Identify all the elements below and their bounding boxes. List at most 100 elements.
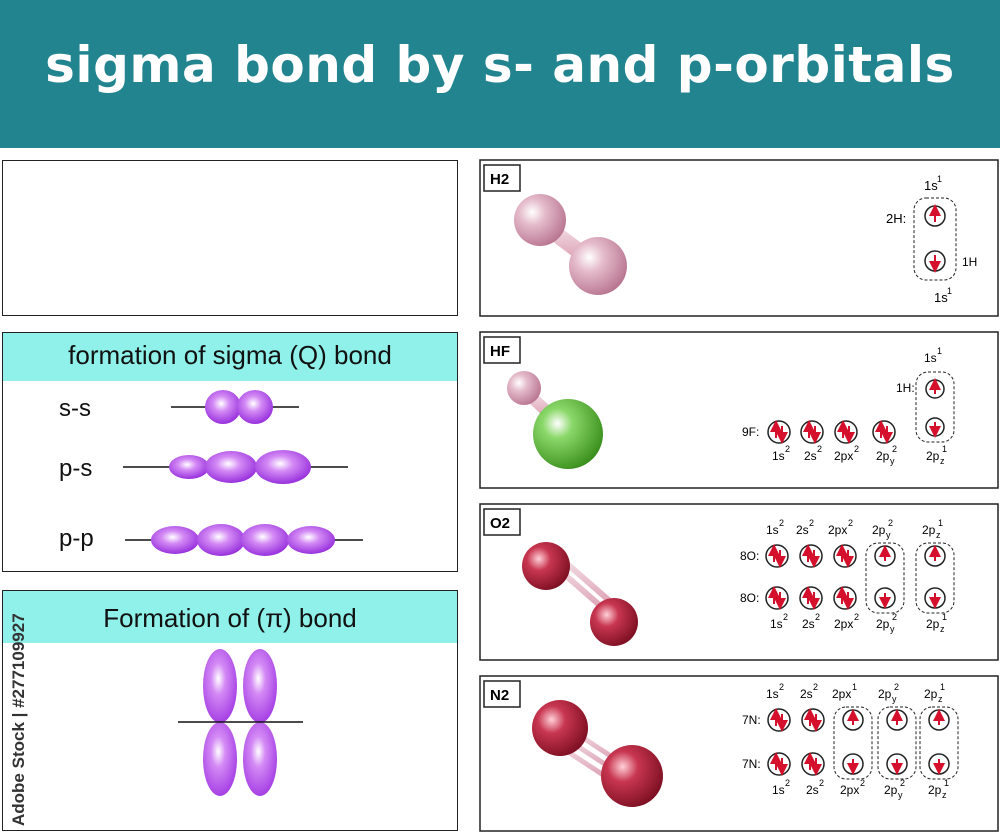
- svg-text:y: y: [890, 624, 895, 634]
- svg-text:2px: 2px: [832, 687, 851, 701]
- svg-text:2: 2: [888, 518, 893, 528]
- svg-text:2px: 2px: [834, 617, 853, 631]
- pi-lobe-bottom-right: [243, 722, 277, 796]
- h2-molecule: [514, 194, 627, 295]
- svg-text:y: y: [886, 530, 891, 540]
- svg-text:1: 1: [947, 286, 952, 296]
- svg-text:2px: 2px: [828, 523, 847, 537]
- svg-text:2: 2: [854, 612, 859, 622]
- svg-text:2: 2: [779, 682, 784, 692]
- ss-lobe-left: [205, 390, 241, 424]
- svg-text:2: 2: [854, 444, 859, 454]
- svg-text:1: 1: [944, 778, 949, 788]
- svg-text:2p: 2p: [872, 523, 886, 537]
- ps-lobe-1: [169, 455, 209, 479]
- n2-tag-box: [483, 680, 521, 708]
- svg-text:7N:: 7N:: [742, 713, 761, 727]
- svg-text:2s: 2s: [796, 523, 809, 537]
- svg-text:2: 2: [813, 682, 818, 692]
- svg-text:z: z: [940, 624, 945, 634]
- sigma-title: formation of sigma (Q) bond: [68, 340, 392, 370]
- svg-text:2: 2: [894, 682, 899, 692]
- pi-title: Formation of (π) bond: [103, 603, 357, 633]
- title-banner: sigma bond by s- and p-orbitals: [0, 0, 1000, 148]
- svg-text:1: 1: [937, 346, 942, 356]
- o2-tag: O2: [490, 515, 510, 532]
- svg-text:1: 1: [937, 174, 942, 184]
- svg-text:2: 2: [892, 612, 897, 622]
- svg-text:2: 2: [815, 612, 820, 622]
- svg-text:1s: 1s: [766, 687, 779, 701]
- svg-text:2: 2: [779, 518, 784, 528]
- pp-lobe-3: [241, 524, 289, 556]
- svg-text:2p: 2p: [876, 617, 890, 631]
- svg-text:1s: 1s: [934, 290, 948, 305]
- svg-text:2: 2: [892, 444, 897, 454]
- pp-lobe-4: [287, 526, 335, 554]
- hf-tag: HF: [490, 343, 510, 360]
- pi-bond-panel: Formation of (π) bond: [2, 590, 458, 831]
- pi-lobe-bottom-left: [203, 722, 237, 796]
- row-label-ps: p-s: [59, 455, 93, 482]
- pp-lobe-2: [197, 524, 245, 556]
- svg-text:2s: 2s: [800, 687, 813, 701]
- svg-text:2: 2: [819, 778, 824, 788]
- svg-text:z: z: [942, 790, 947, 800]
- svg-text:2: 2: [785, 444, 790, 454]
- row-label-ss: s-s: [59, 395, 91, 422]
- svg-text:2: 2: [900, 778, 905, 788]
- sigma-bond-panel: formation of sigma (Q) bond s-s p-s p-p: [2, 332, 458, 572]
- hf-molecule: [507, 371, 603, 469]
- svg-text:7N:: 7N:: [742, 757, 761, 771]
- svg-text:2s: 2s: [804, 449, 817, 463]
- svg-text:1: 1: [940, 682, 945, 692]
- ss-lobe-right: [237, 390, 273, 424]
- svg-text:1: 1: [852, 682, 857, 692]
- svg-text:2p: 2p: [926, 617, 940, 631]
- svg-text:8O:: 8O:: [740, 549, 759, 563]
- svg-text:1s: 1s: [772, 449, 785, 463]
- svg-text:2: 2: [783, 612, 788, 622]
- svg-text:1: 1: [938, 518, 943, 528]
- svg-text:y: y: [898, 790, 903, 800]
- svg-text:2: 2: [817, 444, 822, 454]
- svg-text:2: 2: [785, 778, 790, 788]
- svg-text:1H:: 1H:: [896, 381, 915, 395]
- svg-text:2H:: 2H:: [886, 211, 906, 226]
- pi-title-bar: Formation of (π) bond: [3, 591, 457, 643]
- h2-tag-box: [483, 164, 521, 192]
- svg-text:1s: 1s: [924, 178, 938, 193]
- o2-molecule: [522, 542, 638, 646]
- row-label-pp: p-p: [59, 525, 94, 552]
- svg-text:z: z: [938, 694, 943, 704]
- svg-text:2p: 2p: [884, 783, 898, 797]
- watermark: Adobe Stock | #277109927: [9, 613, 28, 826]
- svg-text:y: y: [890, 456, 895, 466]
- empty-panel: [2, 160, 458, 316]
- svg-text:z: z: [936, 530, 941, 540]
- pi-lobe-top-left: [203, 649, 237, 723]
- pi-orbitals: [178, 649, 303, 796]
- pi-lobe-top-right: [243, 649, 277, 723]
- svg-text:2p: 2p: [928, 783, 942, 797]
- sigma-orbitals: [123, 390, 363, 556]
- watermark-text: Adobe Stock | #277109927: [9, 613, 28, 826]
- o2-panel: [479, 503, 999, 661]
- svg-text:1s: 1s: [770, 617, 783, 631]
- svg-text:8O:: 8O:: [740, 591, 759, 605]
- svg-text:y: y: [892, 694, 897, 704]
- svg-text:2s: 2s: [806, 783, 819, 797]
- hf-tag-box: [483, 336, 521, 364]
- svg-text:2: 2: [848, 518, 853, 528]
- page-title: sigma bond by s- and p-orbitals: [45, 36, 955, 94]
- svg-text:2: 2: [860, 778, 865, 788]
- n2-molecule: [532, 700, 663, 807]
- svg-text:z: z: [940, 456, 945, 466]
- svg-text:2px: 2px: [834, 449, 853, 463]
- svg-text:1s: 1s: [766, 523, 779, 537]
